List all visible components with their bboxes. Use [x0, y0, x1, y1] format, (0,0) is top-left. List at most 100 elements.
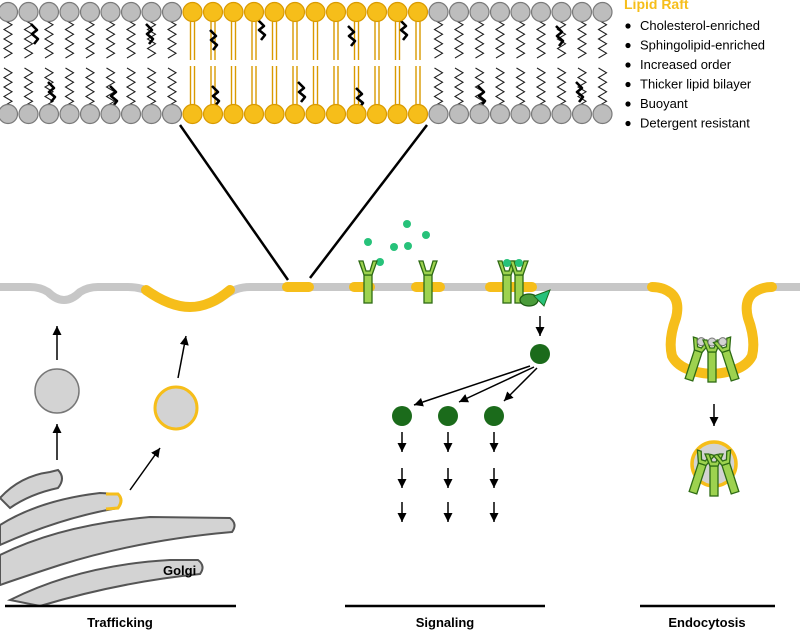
vesicle-raft	[153, 385, 199, 431]
signal-node-secondary	[484, 406, 504, 426]
disordered-tail	[2, 19, 14, 59]
cholesterol-molecule	[347, 25, 357, 47]
zoom-line-left	[178, 124, 290, 281]
lipid-head	[571, 103, 593, 125]
raft-lipid-head	[202, 103, 224, 125]
raft-lipid-head	[407, 1, 429, 23]
raft-property: Buoyant	[640, 96, 688, 111]
disordered-tail	[105, 19, 116, 59]
disordered-tail	[515, 67, 526, 107]
lipid-head	[18, 103, 39, 125]
golgi-cisterna-1	[0, 468, 63, 510]
cholesterol-molecule	[399, 19, 409, 41]
raft-lipid-head	[346, 103, 367, 125]
disordered-tail	[84, 19, 96, 59]
raft-lipid-head	[243, 103, 265, 125]
disordered-tail	[453, 67, 465, 107]
arrow-vesicle-raft-to-membrane	[177, 335, 189, 379]
disordered-tail	[556, 19, 567, 59]
lipid-head	[161, 103, 183, 125]
golgi-label: Golgi	[163, 563, 196, 578]
endosome-receptor	[712, 449, 740, 495]
disordered-tail	[125, 67, 137, 107]
arrow-node-to-left	[413, 365, 531, 407]
raft-property: Thicker lipid bilayer	[640, 77, 752, 92]
lipid-head	[551, 1, 572, 23]
disordered-tail	[64, 67, 75, 107]
lipid-head	[79, 1, 101, 23]
cholesterol-molecule	[477, 85, 487, 107]
lipid-head	[510, 1, 531, 23]
raft-lipid-head	[305, 103, 326, 125]
receptor	[358, 260, 378, 304]
receptor	[418, 260, 438, 304]
raft-lipid-head	[366, 1, 388, 23]
pit-receptor	[712, 336, 740, 382]
arrow-node-to-right	[503, 367, 538, 402]
ligand	[376, 258, 384, 266]
lipid-head	[469, 1, 490, 23]
raft-lipid-head	[387, 1, 408, 23]
cholesterol-molecule	[209, 29, 219, 51]
lipid-head	[100, 1, 121, 23]
lipid-head	[79, 103, 101, 125]
lipid-head	[100, 103, 121, 125]
lipid-head	[161, 1, 183, 23]
disordered-tail	[146, 67, 157, 107]
raft-lipid-head	[387, 103, 408, 125]
cholesterol-molecule	[355, 87, 365, 109]
raft-lipid-head	[284, 1, 306, 23]
disordered-tail	[474, 19, 485, 59]
raft-property: Cholesterol-enriched	[640, 18, 760, 33]
disordered-tail	[453, 19, 465, 59]
lipid-head	[428, 103, 449, 125]
lipid-head	[141, 1, 162, 23]
downstream-arrows	[397, 432, 499, 522]
lipid-raft-title: Lipid Raft	[624, 0, 689, 12]
cholesterol-molecule	[257, 19, 267, 41]
disordered-tail	[105, 67, 116, 107]
lipid-head	[448, 1, 470, 23]
cholesterol-molecule	[109, 85, 119, 107]
golgi-cisterna-3	[0, 515, 236, 587]
cholesterol-molecule	[47, 81, 57, 103]
disordered-tail	[146, 19, 157, 59]
vesicle-gray	[34, 368, 80, 414]
lipid-head	[571, 1, 593, 23]
signal-node-primary	[530, 344, 550, 364]
ligand	[403, 220, 411, 228]
ligand	[422, 231, 430, 239]
lipid-bilayer-zoom	[0, 1, 613, 125]
bullet-dot-icon	[625, 120, 631, 127]
raft-lipid-head	[346, 1, 367, 23]
arrow-node-to-mid	[458, 366, 535, 403]
disordered-tail	[23, 19, 34, 59]
lipid-head	[120, 1, 142, 23]
endosome-receptor	[704, 453, 724, 497]
lipid-head	[551, 103, 572, 125]
bullet-dot-icon	[625, 81, 631, 88]
bullet-dot-icon	[625, 23, 631, 29]
receptor-dimer-active	[497, 259, 529, 304]
raft-lipid-head	[264, 103, 285, 125]
lipid-head	[59, 1, 80, 23]
cholesterol-molecules	[30, 19, 585, 109]
cholesterol-molecule	[30, 23, 40, 45]
lipid-head	[469, 103, 490, 125]
lipid-head	[38, 1, 60, 23]
disordered-tail	[556, 67, 567, 107]
lipid-head	[18, 1, 39, 23]
bullet-dot-icon	[625, 101, 631, 107]
lipid-head	[530, 103, 552, 125]
cholesterol-molecule	[555, 25, 565, 47]
raft-lipid-head	[325, 103, 347, 125]
lipid-head	[592, 103, 613, 125]
golgi-cisterna-4	[6, 559, 204, 608]
lipid-raft-legend: Lipid Raft Cholesterol-enrichedSphingoli…	[624, 0, 765, 131]
raft-property-list: Cholesterol-enrichedSphingolipid-enriche…	[625, 18, 765, 131]
lipid-head	[38, 103, 60, 125]
disordered-tail	[125, 19, 137, 59]
lipid-headgroups	[0, 1, 613, 125]
section-label-signaling: Signaling	[416, 615, 475, 630]
disordered-tail	[597, 67, 608, 107]
